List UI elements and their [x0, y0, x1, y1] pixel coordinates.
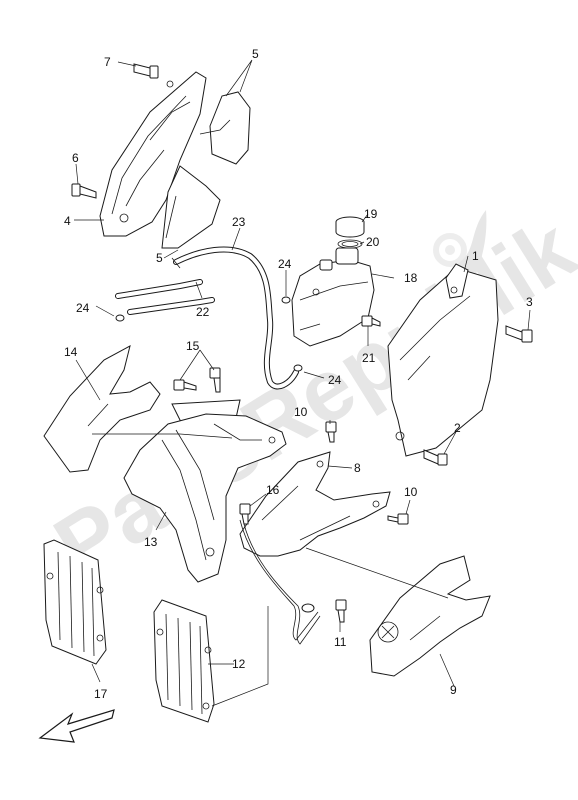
callout-2: 2 — [454, 421, 461, 435]
side-cover-part-4[interactable] — [99, 71, 207, 237]
callout-11: 11 — [334, 635, 347, 649]
callout-6: 6 — [72, 151, 79, 165]
callout-10-lower: 10 — [404, 485, 418, 499]
bolt-part-3[interactable] — [505, 325, 533, 343]
shroud-decal-part-9[interactable] — [369, 555, 491, 677]
callout-9: 9 — [450, 683, 457, 697]
radiator-guard-part-12[interactable] — [153, 599, 215, 723]
gear-icon — [433, 233, 467, 267]
callout-17: 17 — [94, 687, 108, 701]
callout-22: 22 — [196, 305, 210, 319]
callout-8: 8 — [354, 461, 361, 475]
shroud-bracket-part-8[interactable] — [239, 451, 391, 557]
callout-23: 23 — [232, 215, 246, 229]
bolt-part-16[interactable] — [239, 503, 251, 525]
cap-gasket-part-20[interactable] — [337, 239, 363, 249]
callout-10-upper: 10 — [294, 405, 308, 419]
bolt-part-2[interactable] — [423, 449, 448, 466]
bolt-part-6[interactable] — [71, 183, 97, 199]
bolts-part-15[interactable] — [173, 367, 221, 393]
callout-24-top: 24 — [278, 257, 292, 271]
callout-20: 20 — [366, 235, 380, 249]
decal-part-5[interactable] — [161, 91, 251, 249]
callout-24-left: 24 — [76, 301, 90, 315]
clamps-part-24[interactable] — [115, 296, 303, 372]
callout-18: 18 — [404, 271, 418, 285]
callout-1: 1 — [472, 249, 479, 263]
breather-hoses-part-22-23[interactable] — [115, 246, 299, 390]
callout-14: 14 — [64, 345, 78, 359]
callout-15: 15 — [186, 339, 200, 353]
callout-21: 21 — [362, 351, 376, 365]
side-cover-part-1[interactable] — [387, 263, 499, 457]
reservoir-tank-part-18[interactable] — [291, 247, 375, 347]
radiator-shroud-part-13[interactable] — [123, 413, 287, 583]
callout-5-upper: 5 — [252, 47, 259, 61]
overflow-hose — [239, 519, 321, 645]
bolt-part-10-lower[interactable] — [387, 513, 409, 525]
callout-3: 3 — [526, 295, 533, 309]
callout-13: 13 — [144, 535, 158, 549]
radiator-guard-part-17[interactable] — [43, 539, 107, 665]
arrow-left-down-icon — [38, 709, 115, 743]
callout-16: 16 — [266, 483, 280, 497]
callout-24-mid: 24 — [328, 373, 342, 387]
bolt-part-11[interactable] — [335, 599, 347, 623]
callout-labels: 7 5 6 4 5 23 19 20 24 18 1 3 24 22 21 24… — [64, 47, 533, 701]
bolt-part-7[interactable] — [133, 63, 159, 79]
bolt-part-21[interactable] — [361, 315, 381, 327]
callout-4: 4 — [64, 214, 71, 228]
tank-cap-part-19[interactable] — [335, 216, 365, 238]
decal-part-14[interactable] — [43, 345, 161, 473]
leader-lines — [74, 59, 531, 707]
callout-19: 19 — [364, 207, 378, 221]
callout-7: 7 — [104, 55, 111, 69]
callout-12: 12 — [232, 657, 246, 671]
bolt-part-10-upper[interactable] — [325, 421, 337, 443]
callout-5-lower: 5 — [156, 251, 163, 265]
